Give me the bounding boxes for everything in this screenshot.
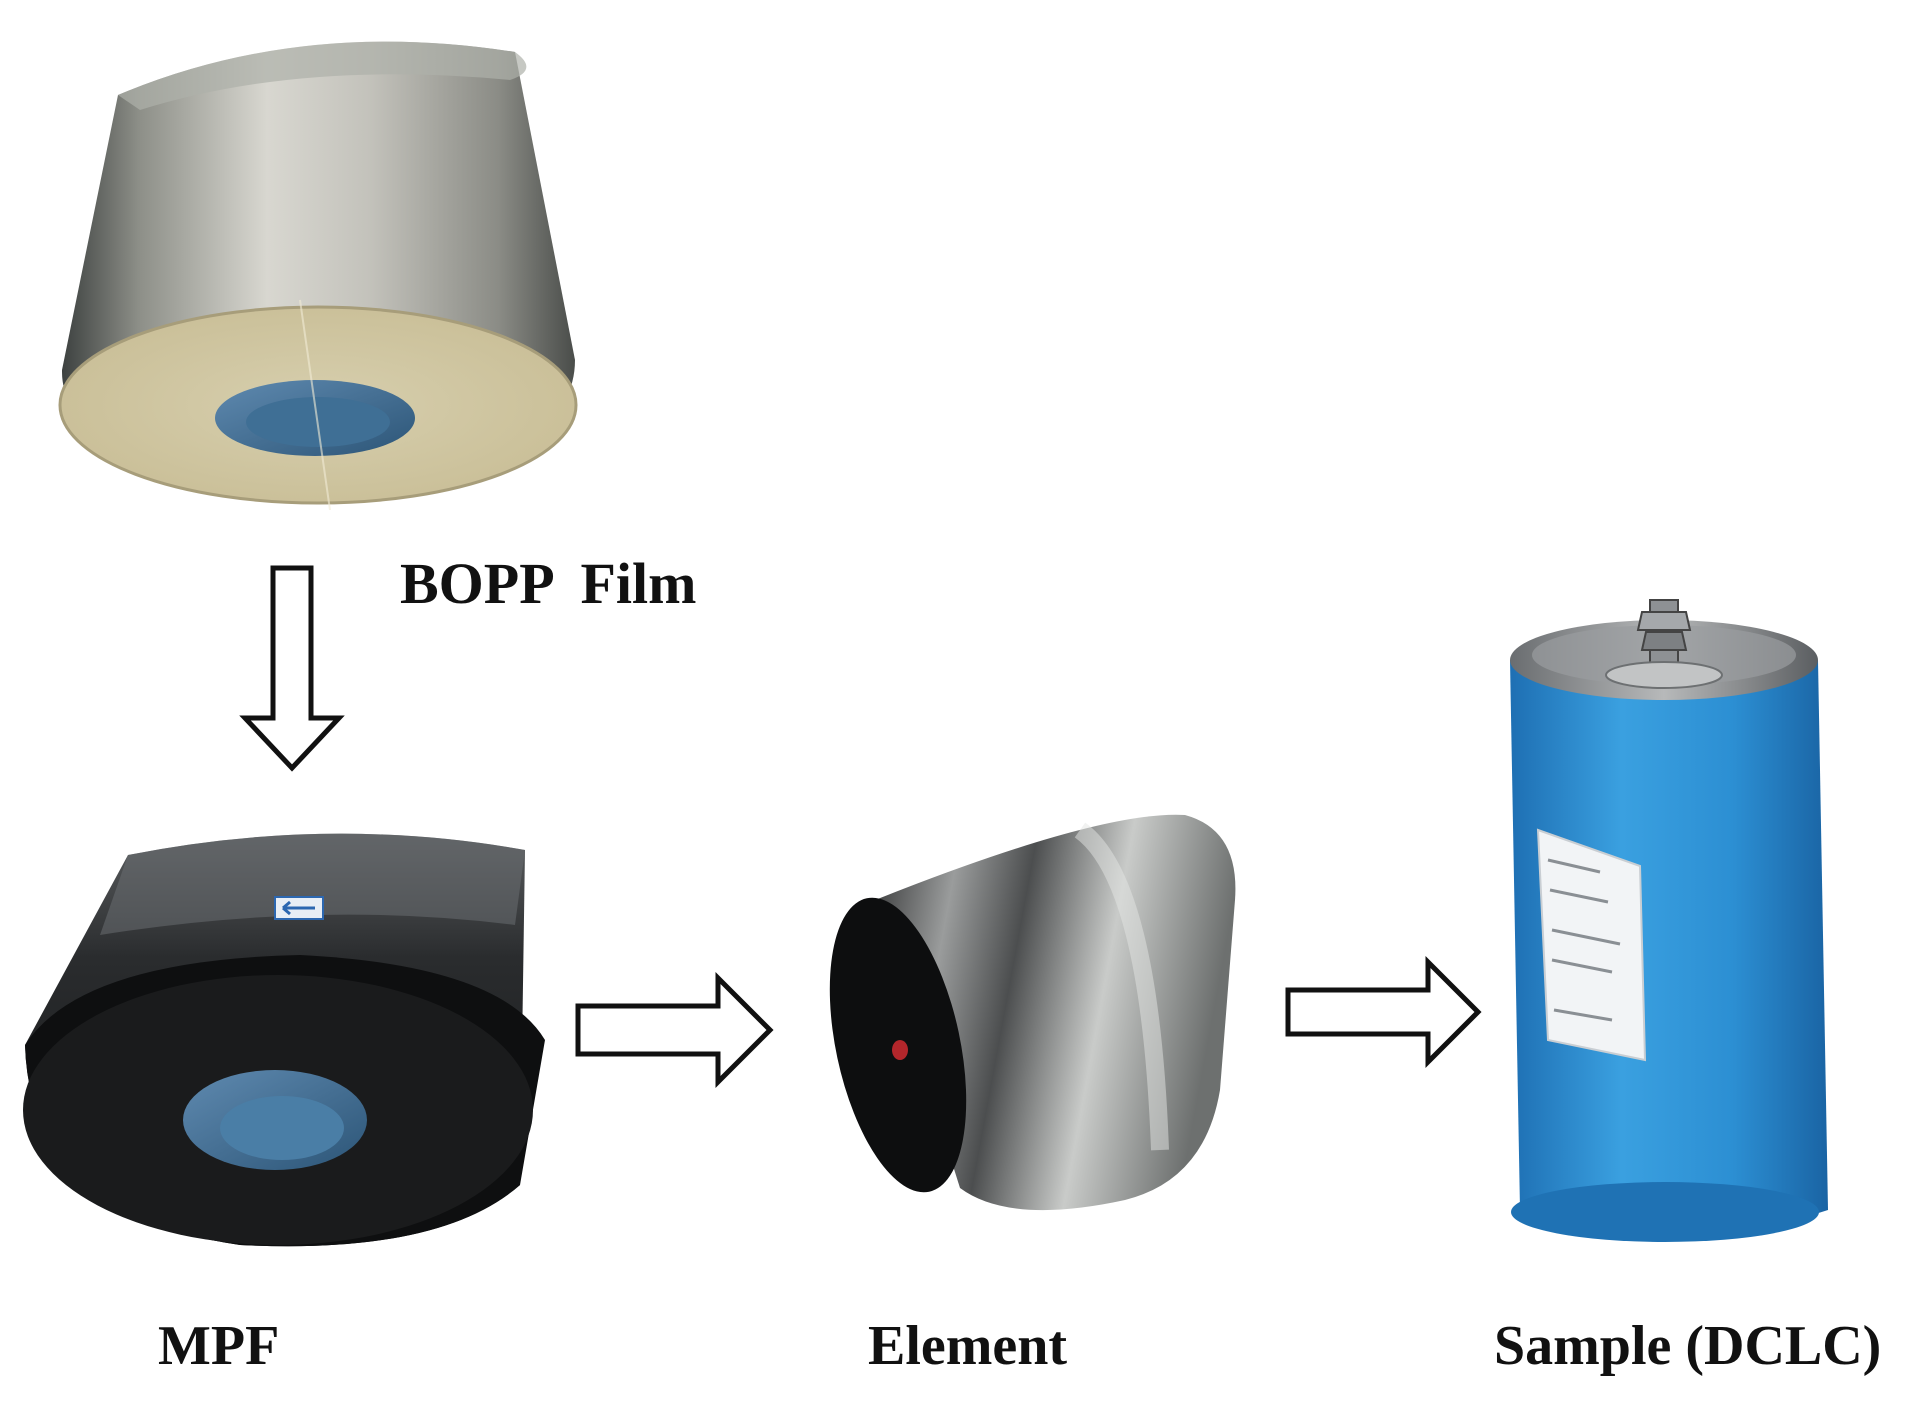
mpf-label: MPF [158, 1315, 280, 1377]
bopp-film-label: BOPP Film [400, 551, 697, 616]
element-red-dot [892, 1040, 908, 1060]
element-image [829, 814, 1236, 1211]
right-arrow-icon-2 [1285, 955, 1482, 1069]
bopp-film-roll-image [58, 41, 578, 511]
down-arrow-icon [239, 565, 345, 772]
capacitor-terminal [1605, 599, 1723, 689]
right-arrow-icon-1 [575, 971, 774, 1089]
mpf-roll-image [23, 833, 545, 1247]
dclc-capacitor-image [1510, 599, 1828, 1242]
capacitor-label-sticker [1536, 828, 1647, 1062]
sample-dclc-label: Sample (DCLC) [1494, 1315, 1882, 1377]
mpf-sticker-icon [274, 896, 324, 920]
element-label: Element [868, 1315, 1068, 1377]
